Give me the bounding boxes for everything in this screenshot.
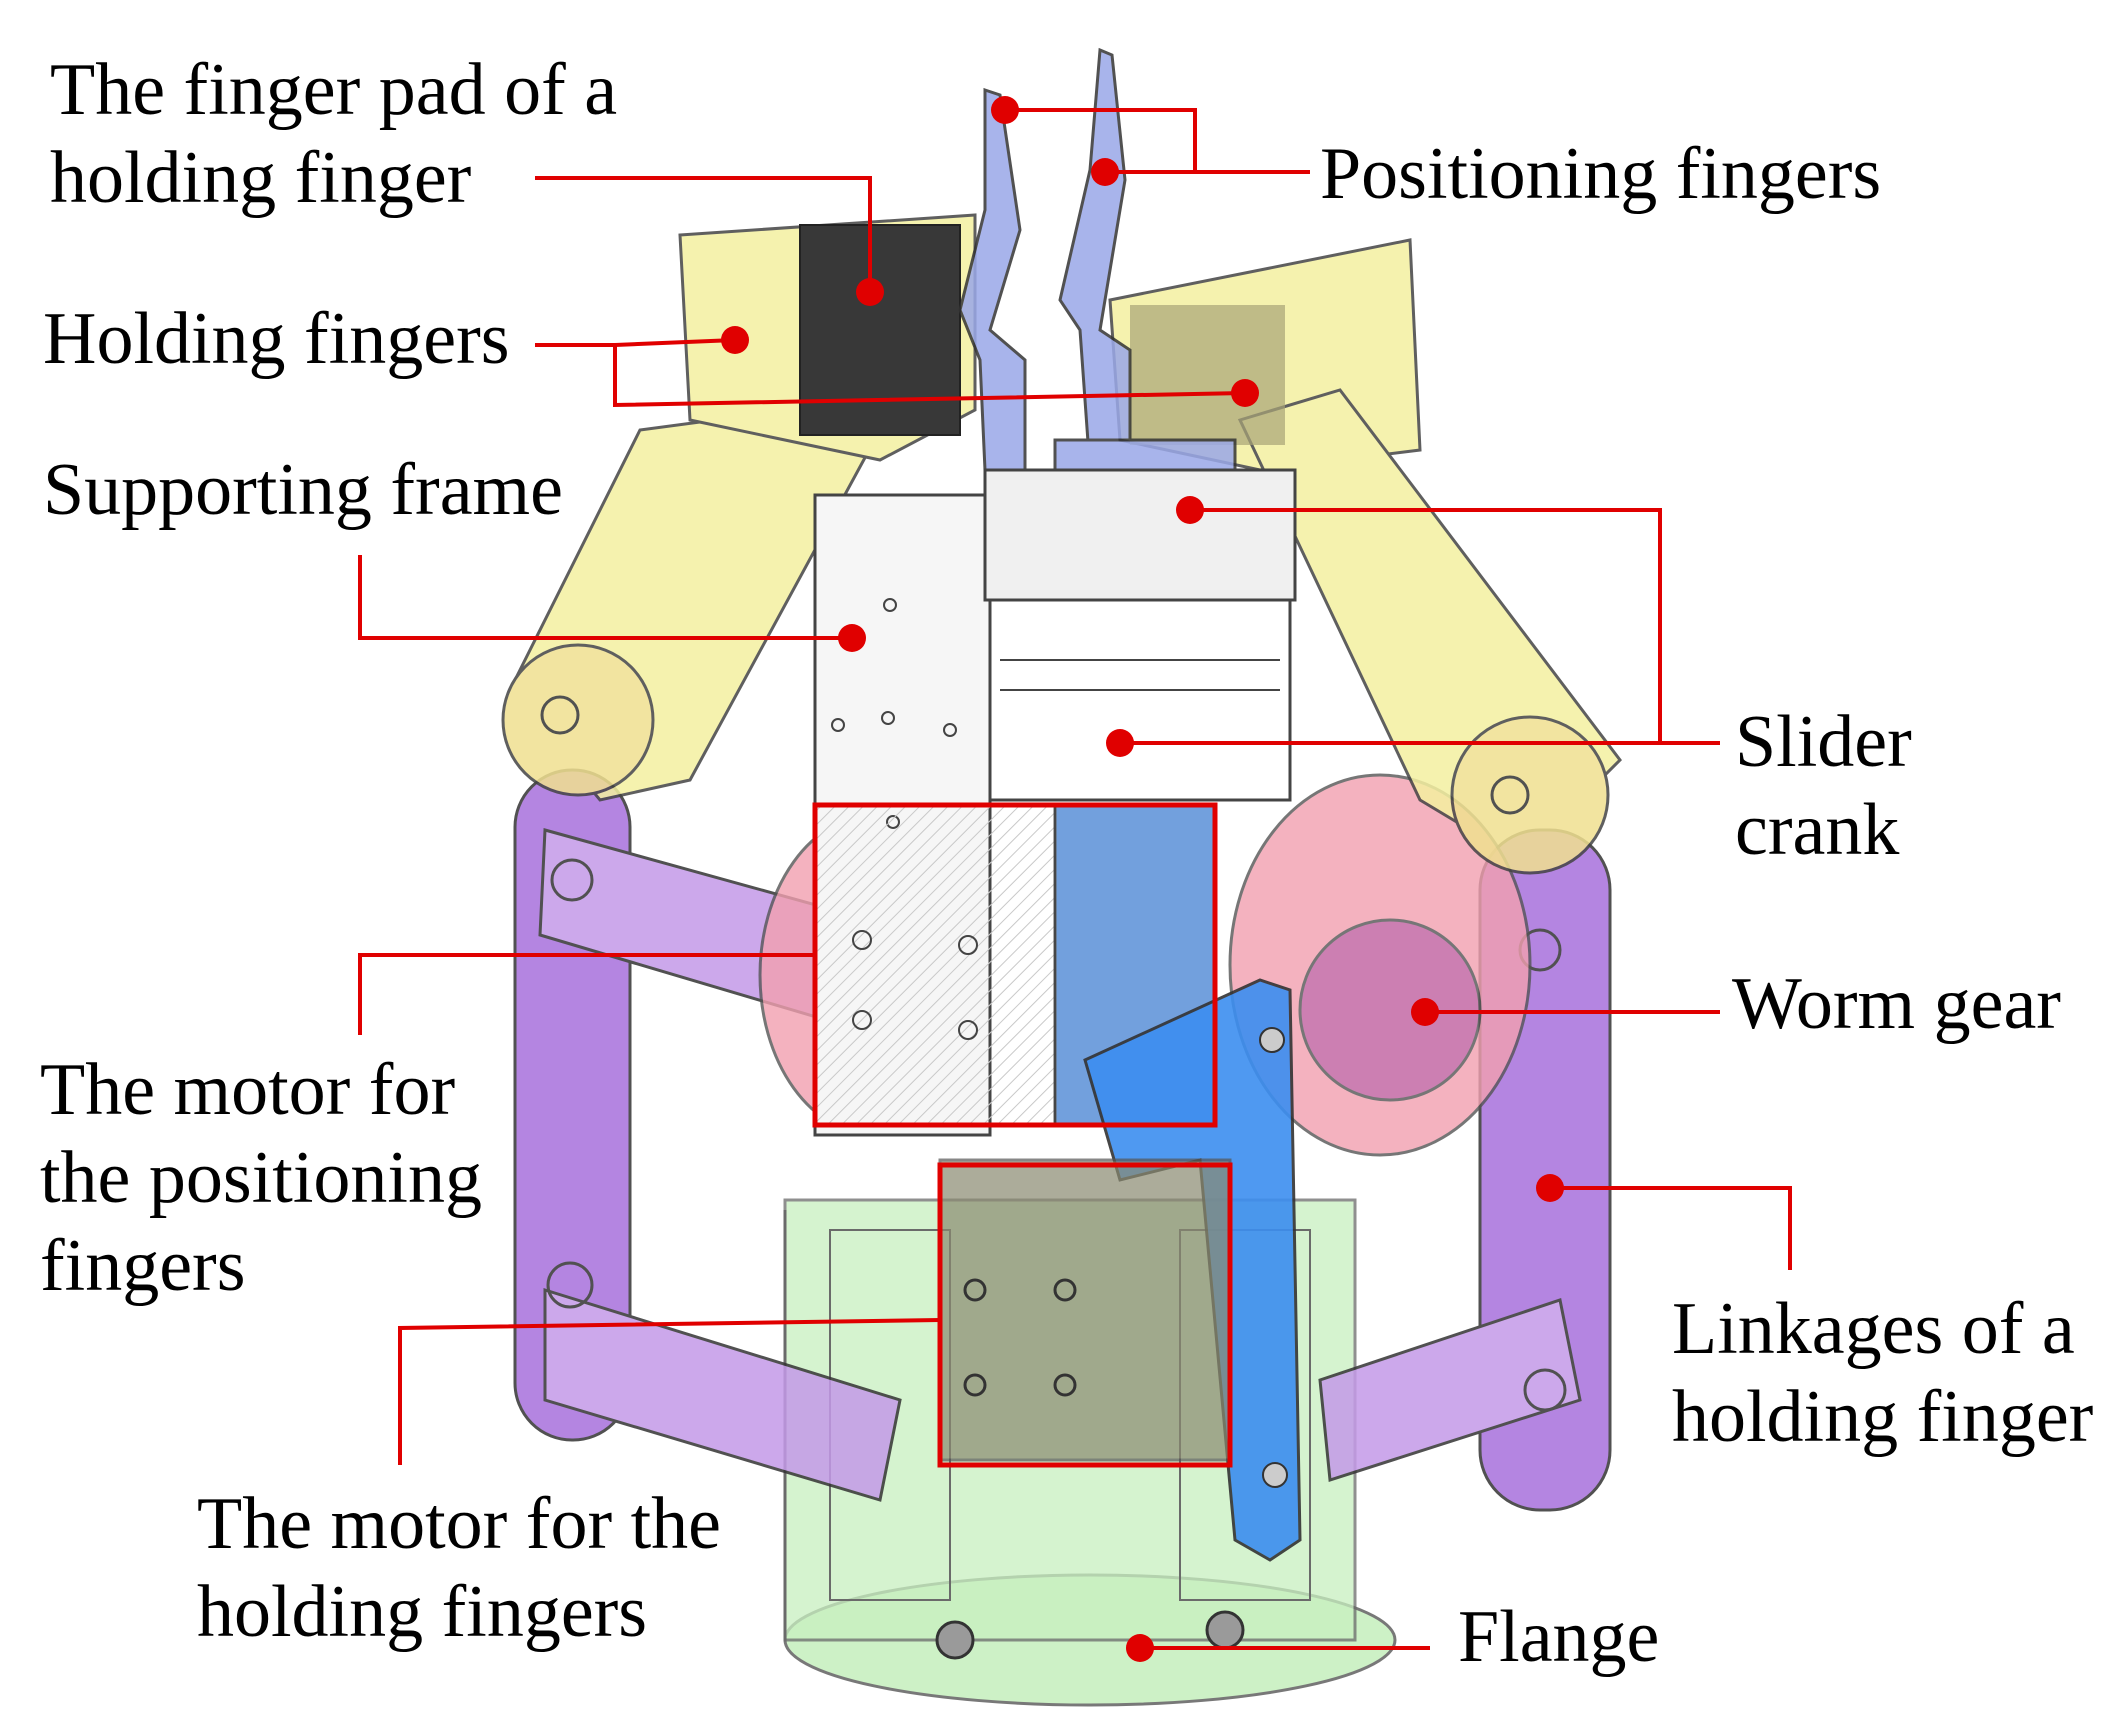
leader-linkages <box>1550 1186 1792 1270</box>
positioning-motor-highlight <box>812 802 1218 1128</box>
label-supporting-frame: Supporting frame <box>43 449 563 531</box>
label-slider-crank-line2: crank <box>1735 789 1900 871</box>
label-slider-crank-line1: Slider <box>1735 701 1912 783</box>
leader-positioning-motor <box>358 953 815 1035</box>
label-finger-pad-line2: holding finger <box>50 137 472 219</box>
finger-pad <box>799 224 961 436</box>
leader-holding-fingers <box>535 343 1246 408</box>
holding-motor-highlight <box>937 1162 1233 1468</box>
dot-positioning-left <box>991 96 1019 124</box>
dot-slider-crank-top <box>1176 496 1204 524</box>
label-holding-motor-line2: holding fingers <box>197 1571 648 1653</box>
dot-worm-gear <box>1411 998 1439 1026</box>
dot-linkages <box>1536 1174 1564 1202</box>
dot-supporting-frame <box>838 624 866 652</box>
leader-holding-fingers-branch <box>614 338 736 347</box>
dot-holding-finger-left <box>721 326 749 354</box>
label-holding-motor-line1: The motor for the <box>197 1483 721 1565</box>
label-flange: Flange <box>1458 1596 1660 1678</box>
leader-holding-motor <box>398 1318 941 1465</box>
label-holding-fingers: Holding fingers <box>43 298 510 380</box>
label-positioning-motor-line3: fingers <box>40 1225 246 1307</box>
dot-holding-finger-right <box>1231 379 1259 407</box>
dot-positioning-right <box>1091 158 1119 186</box>
leader-lines <box>358 108 1792 1650</box>
label-positioning-motor-line1: The motor for <box>40 1049 456 1131</box>
label-positioning-fingers: Positioning fingers <box>1320 133 1882 215</box>
leader-supporting-frame <box>358 555 852 640</box>
dot-finger-pad <box>856 278 884 306</box>
label-finger-pad-line1: The finger pad of a <box>50 49 618 131</box>
marker-dots <box>721 96 1564 1662</box>
leader-slider-crank <box>1190 508 1720 745</box>
leader-positioning-fingers <box>1005 108 1310 174</box>
label-positioning-motor-line2: the positioning <box>40 1137 482 1219</box>
label-linkages-line1: Linkages of a <box>1672 1288 2075 1370</box>
holding-motor-body <box>938 1158 1232 1462</box>
label-linkages-line2: holding finger <box>1672 1376 2094 1458</box>
dot-flange <box>1126 1634 1154 1662</box>
leader-finger-pad <box>535 176 872 290</box>
dot-slider-crank-bottom <box>1106 729 1134 757</box>
label-worm-gear: Worm gear <box>1732 963 2061 1045</box>
